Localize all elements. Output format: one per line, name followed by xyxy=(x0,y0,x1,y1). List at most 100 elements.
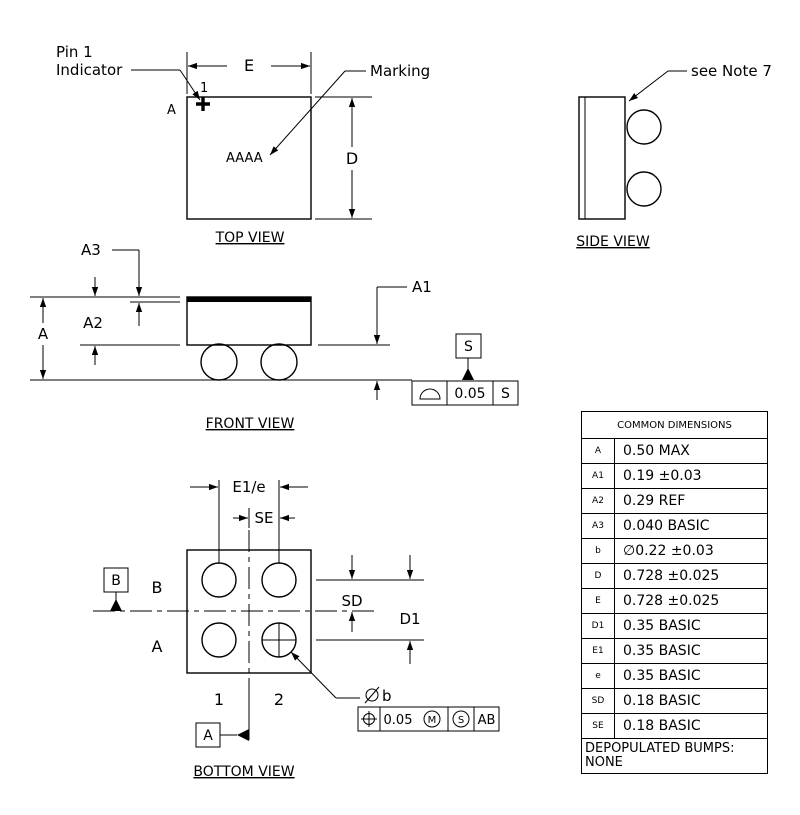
marking-text: AAAA xyxy=(226,151,263,166)
fcf-mod-m: M xyxy=(428,715,437,726)
bump-a1 xyxy=(201,622,237,658)
side-bump xyxy=(626,171,662,207)
dim-a3-label: A3 xyxy=(81,241,101,259)
col-1-label: 1 xyxy=(214,690,224,709)
dimension-value: 0.18 BASIC xyxy=(614,713,768,739)
dimension-value: 0.50 MAX xyxy=(614,438,768,464)
dimension-symbol: A2 xyxy=(581,488,615,514)
datum-b-label: B xyxy=(111,573,121,589)
datum-a-label: A xyxy=(203,728,213,744)
dimension-value: 0.19 ±0.03 xyxy=(614,463,768,489)
fcf-datums: AB xyxy=(478,713,496,728)
dimension-value: ∅0.22 ±0.03 xyxy=(614,538,768,564)
pin-number-1: 1 xyxy=(200,81,208,96)
bottom-view-title: BOTTOM VIEW xyxy=(193,764,294,780)
datum-s-label: S xyxy=(464,339,473,355)
diameter-icon xyxy=(364,686,380,704)
side-view-title: SIDE VIEW xyxy=(576,234,650,250)
dimension-value: 0.29 REF xyxy=(614,488,768,514)
dimension-symbol: b xyxy=(581,538,615,564)
col-2-label: 2 xyxy=(274,690,284,709)
table-header-row: COMMON DIMENSIONS xyxy=(581,411,768,439)
front-view-top-layer xyxy=(187,297,311,302)
dimension-value: 0.35 BASIC xyxy=(614,663,768,689)
top-view-outline xyxy=(186,96,312,220)
dimension-value: 0.728 ±0.025 xyxy=(614,588,768,614)
dim-e1e-label: E1/e xyxy=(232,478,265,496)
top-view-title: TOP VIEW xyxy=(215,230,285,246)
row-b-label: B xyxy=(152,578,163,597)
fcf-mod-s: S xyxy=(458,715,464,726)
dimension-symbol: SD xyxy=(581,688,615,714)
dimension-value: 0.35 BASIC xyxy=(614,638,768,664)
side-view: see Note 7 SIDE VIEW xyxy=(576,62,772,250)
datum-triangle-icon xyxy=(237,729,249,741)
dimension-symbol: e xyxy=(581,663,615,689)
dimension-value: 0.040 BASIC xyxy=(614,513,768,539)
dimension-symbol: E1 xyxy=(581,638,615,664)
top-view: E D Pin 1 Indicator 1 A AAAA Marking TOP… xyxy=(56,43,430,246)
dimension-symbol: A1 xyxy=(581,463,615,489)
fcf-datum: S xyxy=(501,386,510,402)
dim-d-label: D xyxy=(346,149,358,168)
dim-sd-label: SD xyxy=(341,592,362,610)
dim-a2-label: A2 xyxy=(83,314,103,332)
datum-triangle-icon xyxy=(462,368,474,380)
profile-surface-icon xyxy=(419,388,441,400)
front-view-body xyxy=(186,296,312,346)
side-view-body xyxy=(578,96,626,220)
front-bump xyxy=(260,343,298,381)
see-note-label: see Note 7 xyxy=(691,62,772,80)
fcf-tolerance: 0.05 xyxy=(384,713,413,728)
mmc-modifier-icon xyxy=(423,710,441,728)
fcf-tolerance: 0.05 xyxy=(454,386,485,402)
row-a-label: A xyxy=(152,637,163,656)
pin1-label: Pin 1 xyxy=(56,43,93,61)
dimension-value: 0.18 BASIC xyxy=(614,688,768,714)
row-a-label: A xyxy=(167,103,176,118)
front-bump xyxy=(200,343,238,381)
dimension-symbol: D xyxy=(581,563,615,589)
bump-b2 xyxy=(261,562,297,598)
table-header: COMMON DIMENSIONS xyxy=(581,411,768,439)
dimension-value: 0.35 BASIC xyxy=(614,613,768,639)
marking-label: Marking xyxy=(370,62,430,80)
dim-se-label: SE xyxy=(255,509,274,527)
pin1-label-2: Indicator xyxy=(56,61,123,79)
dimension-symbol: D1 xyxy=(581,613,615,639)
table-footer-row: DEPOPULATED BUMPS: NONE xyxy=(581,738,768,774)
bump-b1 xyxy=(201,562,237,598)
bottom-view: E1/e SE SD D1 B A 1 2 B A xyxy=(93,478,500,780)
dimension-symbol: A xyxy=(581,438,615,464)
dim-a-label: A xyxy=(38,325,49,343)
table-row: b∅0.22 ±0.03 xyxy=(581,538,768,564)
dim-a1-label: A1 xyxy=(412,278,432,296)
front-view-title: FRONT VIEW xyxy=(206,416,295,432)
position-icon xyxy=(361,711,377,727)
rfs-modifier-icon xyxy=(452,710,470,728)
pin1-cross-icon xyxy=(196,97,210,111)
dim-e-label: E xyxy=(244,56,254,75)
ball-diameter-label: b xyxy=(382,687,392,705)
dimension-symbol: E xyxy=(581,588,615,614)
position-control-frame: 0.05 M S AB xyxy=(357,706,500,732)
datum-triangle-icon xyxy=(110,599,122,611)
dimension-value: 0.728 ±0.025 xyxy=(614,563,768,589)
flatness-control-frame: 0.05 S xyxy=(411,380,519,406)
dimension-symbol: A3 xyxy=(581,513,615,539)
side-bump xyxy=(626,109,662,145)
dimension-symbol: SE xyxy=(581,713,615,739)
